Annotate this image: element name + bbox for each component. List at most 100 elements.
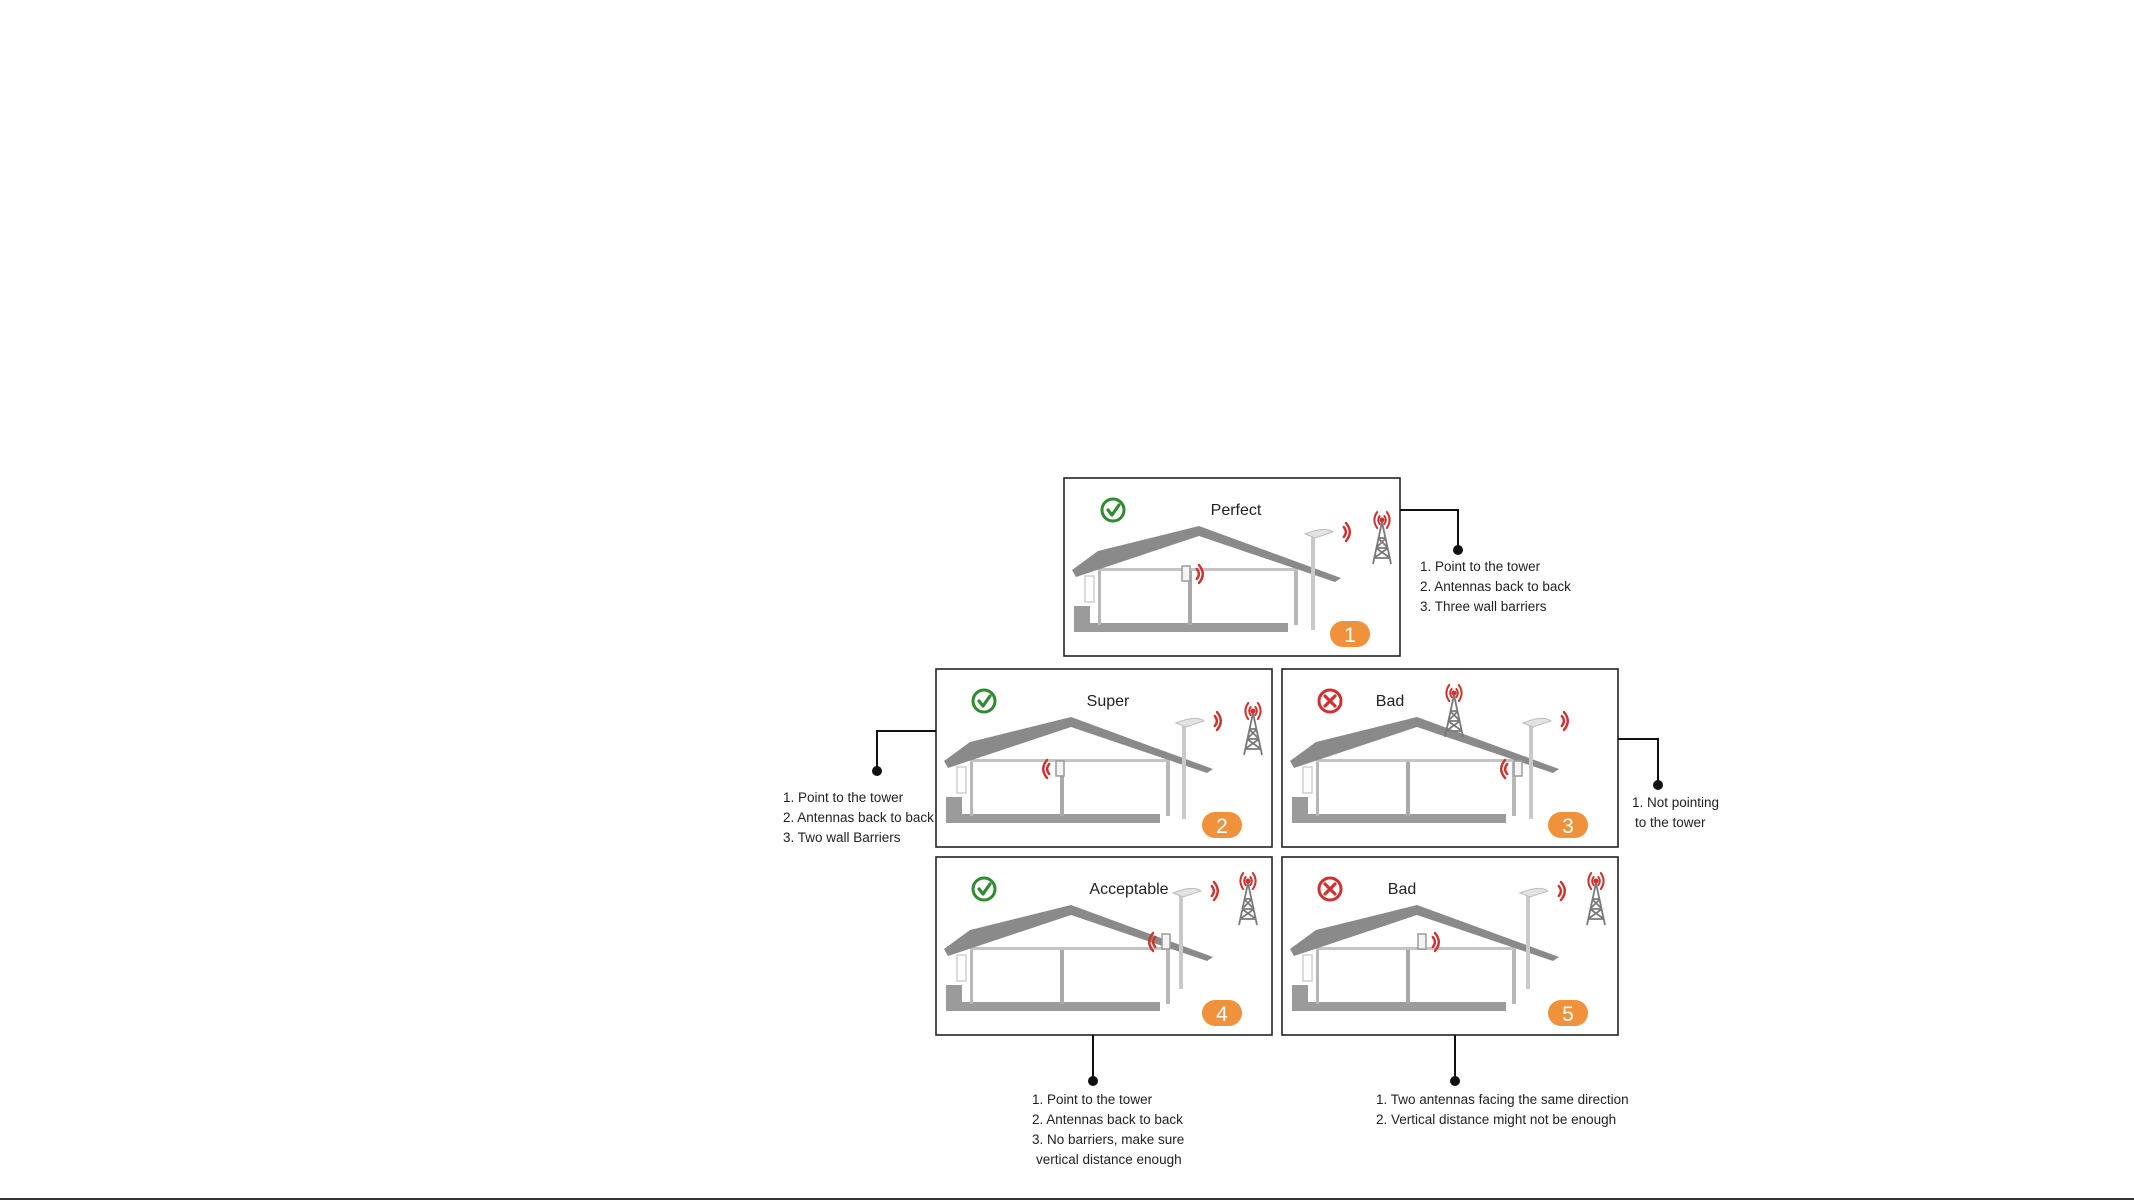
signal-arc	[1344, 521, 1351, 543]
floor	[1292, 814, 1506, 823]
callout-note: 2. Antennas back to back	[1420, 579, 1571, 594]
ceiling	[970, 947, 1170, 950]
status-ring	[971, 876, 997, 902]
tower-top	[1593, 878, 1599, 884]
roof	[944, 905, 1213, 961]
signal-arc	[1148, 931, 1155, 953]
check-mark	[977, 882, 992, 896]
floor	[946, 1002, 1160, 1011]
left-wall	[970, 761, 973, 816]
scenario-callouts: 1. Point to the tower 2. Antennas back to…	[783, 509, 1719, 1167]
indoor-signal	[1148, 931, 1157, 953]
signal-arc	[1210, 884, 1216, 898]
outdoor-signal	[1210, 880, 1219, 902]
right-wall	[1512, 761, 1516, 816]
status-ring	[971, 688, 997, 714]
tower-signal	[1445, 684, 1451, 702]
signal-arc	[1212, 880, 1219, 902]
tower-signal	[1449, 688, 1453, 698]
badge-number: 3	[1562, 815, 1574, 838]
callout-dot	[1088, 1076, 1098, 1086]
badge-pill	[1202, 812, 1242, 838]
tower-signal	[1457, 684, 1463, 702]
window	[956, 766, 967, 794]
tower-signal	[1254, 706, 1258, 716]
tower-signal	[1385, 511, 1391, 529]
tower-signal	[1597, 876, 1601, 886]
signal-arc	[1213, 714, 1219, 728]
foundation-step	[1074, 606, 1090, 632]
window	[956, 954, 967, 982]
roof	[1072, 526, 1341, 582]
window	[1302, 954, 1313, 982]
window	[1084, 575, 1095, 603]
tower-signal	[1239, 872, 1245, 890]
right-wall	[1166, 761, 1170, 816]
indoor-antenna	[1181, 565, 1191, 582]
tower-lattice	[1238, 882, 1258, 926]
indoor-antenna	[1513, 760, 1523, 777]
middle-wall	[1406, 949, 1410, 1004]
tower-signal	[1251, 872, 1257, 890]
step-badge: 5	[1548, 1000, 1588, 1026]
outdoor-antenna	[1174, 717, 1206, 728]
tower-signal	[1455, 688, 1459, 698]
step-badge: 3	[1548, 812, 1588, 838]
indoor-signal	[1431, 931, 1440, 953]
middle-wall	[1060, 949, 1064, 1004]
x-mark	[1323, 882, 1337, 896]
left-wall	[1098, 570, 1101, 625]
tower-signal	[1256, 702, 1262, 720]
callout-note: 1. Not pointing	[1632, 795, 1719, 810]
indoor-antenna	[1161, 933, 1171, 950]
signal-arc	[1042, 758, 1049, 780]
right-wall	[1294, 570, 1298, 625]
badge-number: 2	[1216, 815, 1228, 838]
signal-arc	[1151, 935, 1157, 949]
outdoor-signal	[1342, 521, 1351, 543]
roof	[1290, 905, 1559, 961]
cell-tower-icon	[1243, 702, 1263, 756]
step-badge: 2	[1202, 812, 1242, 838]
callout-note: 2. Antennas back to back	[1032, 1112, 1183, 1127]
house	[944, 880, 1219, 1011]
antenna-icon	[1518, 887, 1550, 898]
indoor-antenna	[1417, 933, 1427, 950]
panel-title: Perfect	[1211, 502, 1262, 519]
antenna-icon	[1521, 717, 1553, 728]
indoor-signal	[1500, 758, 1509, 780]
callout-dot	[872, 766, 882, 776]
callout-note: 1. Point to the tower	[1032, 1092, 1153, 1107]
callout-note: 3. No barriers, make sure	[1032, 1132, 1184, 1147]
callout-note: vertical distance enough	[1036, 1152, 1182, 1167]
middle-wall	[1406, 761, 1410, 816]
signal-arc	[1503, 762, 1509, 776]
outdoor-antenna	[1171, 887, 1203, 898]
callout-5: 1. Two antennas facing the same directio…	[1376, 1035, 1629, 1127]
roof	[1290, 717, 1559, 773]
outdoor-antenna	[1521, 717, 1553, 728]
middle-wall	[1060, 761, 1064, 816]
signal-arc	[1197, 563, 1204, 585]
callout-dot	[1653, 780, 1663, 790]
check-circle-icon	[971, 688, 997, 714]
bottom-rule	[0, 1198, 2134, 1200]
tower-top	[1379, 517, 1385, 523]
badge-pill	[1202, 1000, 1242, 1026]
badge-number: 4	[1216, 1003, 1228, 1026]
ceiling	[970, 759, 1170, 762]
tower-signal	[1249, 876, 1253, 886]
panel-title: Super	[1087, 693, 1130, 710]
check-circle-icon	[971, 876, 997, 902]
antenna-mast	[1182, 723, 1186, 819]
foundation-step	[946, 797, 962, 823]
badge-pill	[1548, 1000, 1588, 1026]
tower-lattice	[1586, 882, 1606, 926]
status-ring	[1100, 497, 1126, 523]
badge-pill	[1548, 812, 1588, 838]
